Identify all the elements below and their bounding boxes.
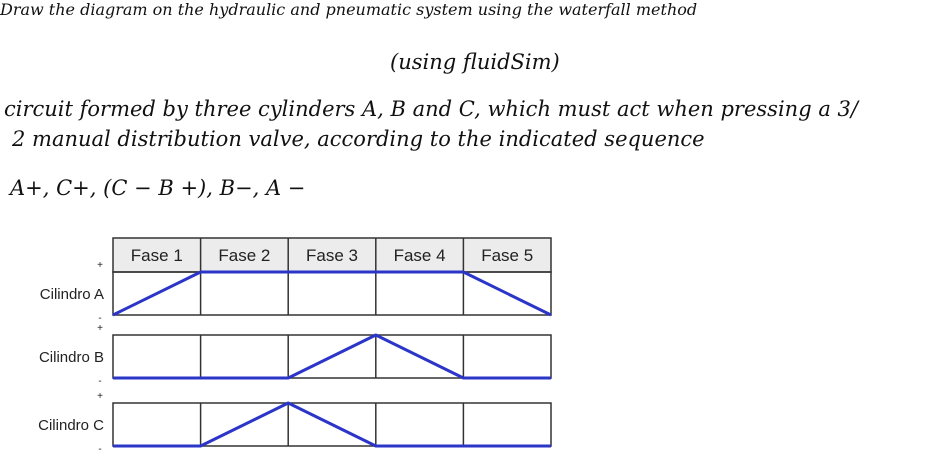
problem-subtitle: (using fluidSim) — [390, 50, 560, 74]
cylinder-label: Cilindro C — [38, 417, 104, 434]
cylinder-motion-line — [112, 270, 552, 317]
cylinder-row-frame — [112, 402, 552, 447]
phase-label: Fase 1 — [131, 246, 183, 265]
phase-label: Fase 5 — [481, 246, 533, 265]
plus-sign: + — [97, 260, 103, 271]
problem-title: Draw the diagram on the hydraulic and pn… — [0, 0, 698, 19]
description-line-2: 2 manual distribution valve, according t… — [12, 127, 705, 151]
cylinder-row-frame — [112, 271, 552, 316]
description-line-1: circuit formed by three cylinders A, B a… — [4, 97, 858, 121]
minus-sign: - — [98, 444, 101, 455]
plus-sign: + — [97, 391, 103, 402]
cylinder-motion-line — [113, 401, 551, 448]
plus-sign: + — [97, 323, 103, 334]
phase-label: Fase 3 — [306, 246, 358, 265]
waterfall-diagram: Fase 1 Fase 2 Fase 3 Fase 4 Fase 5 Cilindro A… — [38, 237, 552, 455]
cylinder-label: Cilindro A — [40, 286, 104, 303]
minus-sign: - — [98, 313, 101, 324]
cylinder-label: Cilindro B — [39, 349, 104, 366]
cylinder-row-frame — [112, 334, 552, 379]
cylinder-motion-line — [113, 333, 551, 380]
phase-label: Fase 4 — [394, 246, 446, 265]
phase-header-bg — [112, 237, 552, 273]
sequence-formula: A+, C+, (C − B +), B−, A − — [10, 176, 306, 200]
phase-label: Fase 2 — [218, 246, 270, 265]
minus-sign: - — [98, 376, 101, 387]
